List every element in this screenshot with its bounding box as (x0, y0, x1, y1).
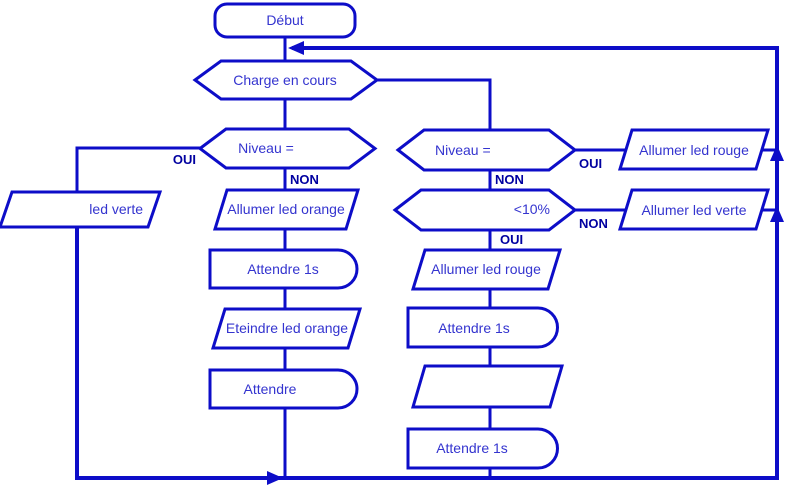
delay-attendre1s-right2-shape (406, 427, 559, 470)
node-led-verte-label: led verte (89, 201, 143, 217)
node-charge-en-cours: Charge en cours (192, 59, 380, 101)
branch-labels: OUI NON OUI NON NON OUI (173, 152, 608, 247)
node-moins10-label: <10% (514, 201, 550, 217)
node-io-vide (410, 364, 565, 409)
node-allumer-led-orange: Allumer led orange (212, 188, 361, 231)
node-attendre: Attendre (208, 368, 359, 410)
node-moins-10-pct: <10% (392, 188, 578, 232)
label-moins10-non: NON (579, 216, 608, 231)
io-eteindre-orange-shape (210, 307, 363, 350)
terminator-start-shape (213, 2, 357, 39)
node-allumer-led-verte-right: Allumer led verte (617, 188, 771, 231)
arrowhead-right-up-1 (770, 145, 784, 161)
node-start-label: Début (266, 12, 303, 28)
node-niveau-right: Niveau = (395, 128, 578, 172)
delay-attendre1s-left-shape (208, 248, 359, 290)
node-charge-label: Charge en cours (233, 72, 337, 88)
io-allumer-orange-shape (212, 188, 361, 231)
arrowhead-bottom-merge (267, 471, 283, 485)
label-moins10-oui: OUI (500, 232, 523, 247)
label-niveau-right-oui: OUI (579, 156, 602, 171)
node-attendre1s-right1-label: Attendre 1s (438, 320, 510, 336)
io-vide-shape (410, 364, 565, 409)
edge-outer-return-loop (75, 46, 779, 480)
edge-charge-to-niveau-right (377, 78, 492, 130)
node-attendre-1s-right-1: Attendre 1s (406, 306, 559, 349)
node-attendre-label: Attendre (244, 381, 297, 397)
node-attendre-1s-left: Attendre 1s (208, 248, 359, 290)
node-niveau-left-label: Niveau = (238, 140, 294, 156)
node-attendre-1s-right-2: Attendre 1s (406, 427, 559, 470)
node-niveau-left: Niveau = (197, 127, 378, 170)
decision-moins10-shape (392, 188, 578, 232)
node-allumer-verte-right-label: Allumer led verte (641, 202, 746, 218)
label-niveau-left-oui: OUI (173, 152, 196, 167)
node-led-verte: led verte (0, 190, 163, 229)
node-attendre1s-right2-label: Attendre 1s (436, 440, 508, 456)
delay-attendre-shape (208, 368, 359, 410)
io-allumer-rouge-bottom-shape (410, 248, 563, 291)
node-allumer-rouge-right-label: Allumer led rouge (639, 142, 749, 158)
io-led-verte-shape (0, 190, 163, 229)
delay-attendre1s-right1-shape (406, 306, 559, 349)
io-allumer-verte-right-shape (617, 188, 771, 231)
node-start: Début (213, 2, 357, 39)
node-niveau-right-label: Niveau = (435, 142, 491, 158)
node-attendre1s-left-label: Attendre 1s (247, 261, 319, 277)
node-eteindre-led-orange: Eteindre led orange (210, 307, 363, 350)
decision-niveau-right-shape (395, 128, 578, 172)
arrowhead-right-up-2 (770, 206, 784, 222)
label-niveau-left-non: NON (290, 172, 319, 187)
decision-niveau-left-shape (197, 127, 378, 170)
io-allumer-rouge-right-shape (617, 128, 771, 171)
node-eteindre-orange-label: Eteindre led orange (226, 320, 348, 336)
node-allumer-led-rouge-right: Allumer led rouge (617, 128, 771, 171)
edges (75, 37, 784, 485)
node-allumer-rouge-bottom-label: Allumer led rouge (431, 261, 541, 277)
decision-charge-shape (192, 59, 380, 101)
node-allumer-orange-label: Allumer led orange (227, 201, 345, 217)
label-niveau-right-non: NON (495, 172, 524, 187)
arrowhead-into-start-line (288, 41, 304, 55)
node-allumer-led-rouge-bottom: Allumer led rouge (410, 248, 563, 291)
edge-niveau-left-oui (75, 146, 200, 192)
